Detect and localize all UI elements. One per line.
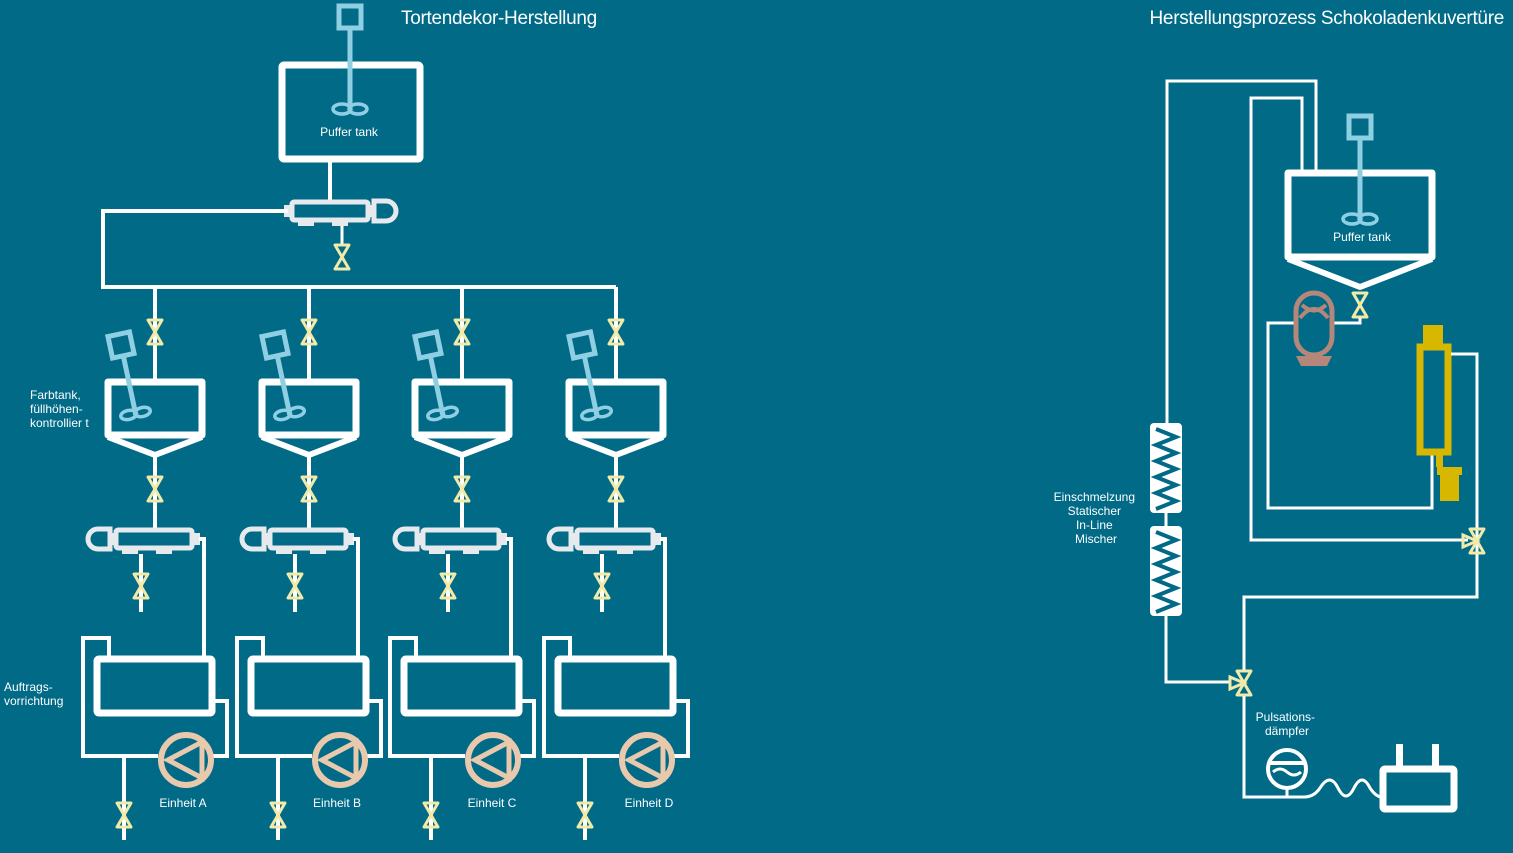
unit-a: Einheit A bbox=[81, 287, 229, 840]
lobe-pump-icon bbox=[1293, 290, 1335, 366]
unit-label: Einheit C bbox=[468, 796, 517, 810]
unit-b: Einheit B bbox=[235, 287, 383, 840]
unit-d: Einheit D bbox=[542, 287, 690, 840]
buffer-tank-label: Puffer tank bbox=[320, 125, 379, 139]
applicator bbox=[93, 655, 216, 717]
color-tank bbox=[411, 378, 513, 439]
applicator bbox=[554, 655, 677, 717]
three-way-valve-icon bbox=[1228, 669, 1253, 697]
unit-c: Einheit C bbox=[388, 287, 536, 840]
heat-exchanger-icon bbox=[284, 201, 396, 226]
right-buffer-tank-label: Puffer tank bbox=[1333, 230, 1392, 244]
static-mixer-icon bbox=[1148, 421, 1184, 515]
left-title: Tortendekor-Herstellung bbox=[401, 8, 597, 29]
pump-icon bbox=[315, 735, 365, 785]
three-way-valve-icon bbox=[1461, 527, 1486, 555]
heat-exchanger-icon bbox=[395, 529, 507, 554]
depositor-icon bbox=[1379, 744, 1458, 813]
mixer-label: Einschmelzung Statischer In-Line Mischer bbox=[1054, 490, 1139, 546]
damper-label: Pulsations- dämpfer bbox=[1256, 710, 1319, 738]
right-diagram: Herstellungsprozess Schokoladenkuvertüre… bbox=[1054, 8, 1504, 813]
heat-exchanger-icon bbox=[549, 529, 661, 554]
color-tank-label: Farbtank, füllhöhen- kontrollier t bbox=[30, 388, 89, 430]
heat-exchanger-icon bbox=[242, 529, 354, 554]
applicator bbox=[400, 655, 523, 717]
pump-icon bbox=[161, 735, 211, 785]
color-tank bbox=[104, 378, 206, 439]
left-diagram: Tortendekor-Herstellung Puffer tank Farb… bbox=[4, 6, 690, 840]
unit-label: Einheit A bbox=[159, 796, 206, 810]
pump-icon bbox=[468, 735, 518, 785]
pump-icon bbox=[622, 735, 672, 785]
pulsation-damper-icon bbox=[1266, 748, 1308, 797]
right-buffer-tank bbox=[1284, 169, 1436, 261]
valve-icon bbox=[1351, 291, 1369, 319]
valve-icon bbox=[333, 243, 351, 271]
heat-exchanger-icon bbox=[88, 529, 200, 554]
static-mixer-icon bbox=[1148, 524, 1184, 618]
applicator bbox=[247, 655, 370, 717]
unit-label: Einheit D bbox=[625, 796, 674, 810]
applicator-label: Auftrags- vorrichtung bbox=[4, 680, 63, 708]
unit-label: Einheit B bbox=[313, 796, 361, 810]
tempering-column-icon bbox=[1416, 325, 1462, 501]
right-title: Herstellungsprozess Schokoladenkuvertüre bbox=[1150, 8, 1504, 29]
color-tank bbox=[565, 378, 667, 439]
agitator-icon bbox=[333, 6, 367, 114]
color-tank bbox=[258, 378, 360, 439]
